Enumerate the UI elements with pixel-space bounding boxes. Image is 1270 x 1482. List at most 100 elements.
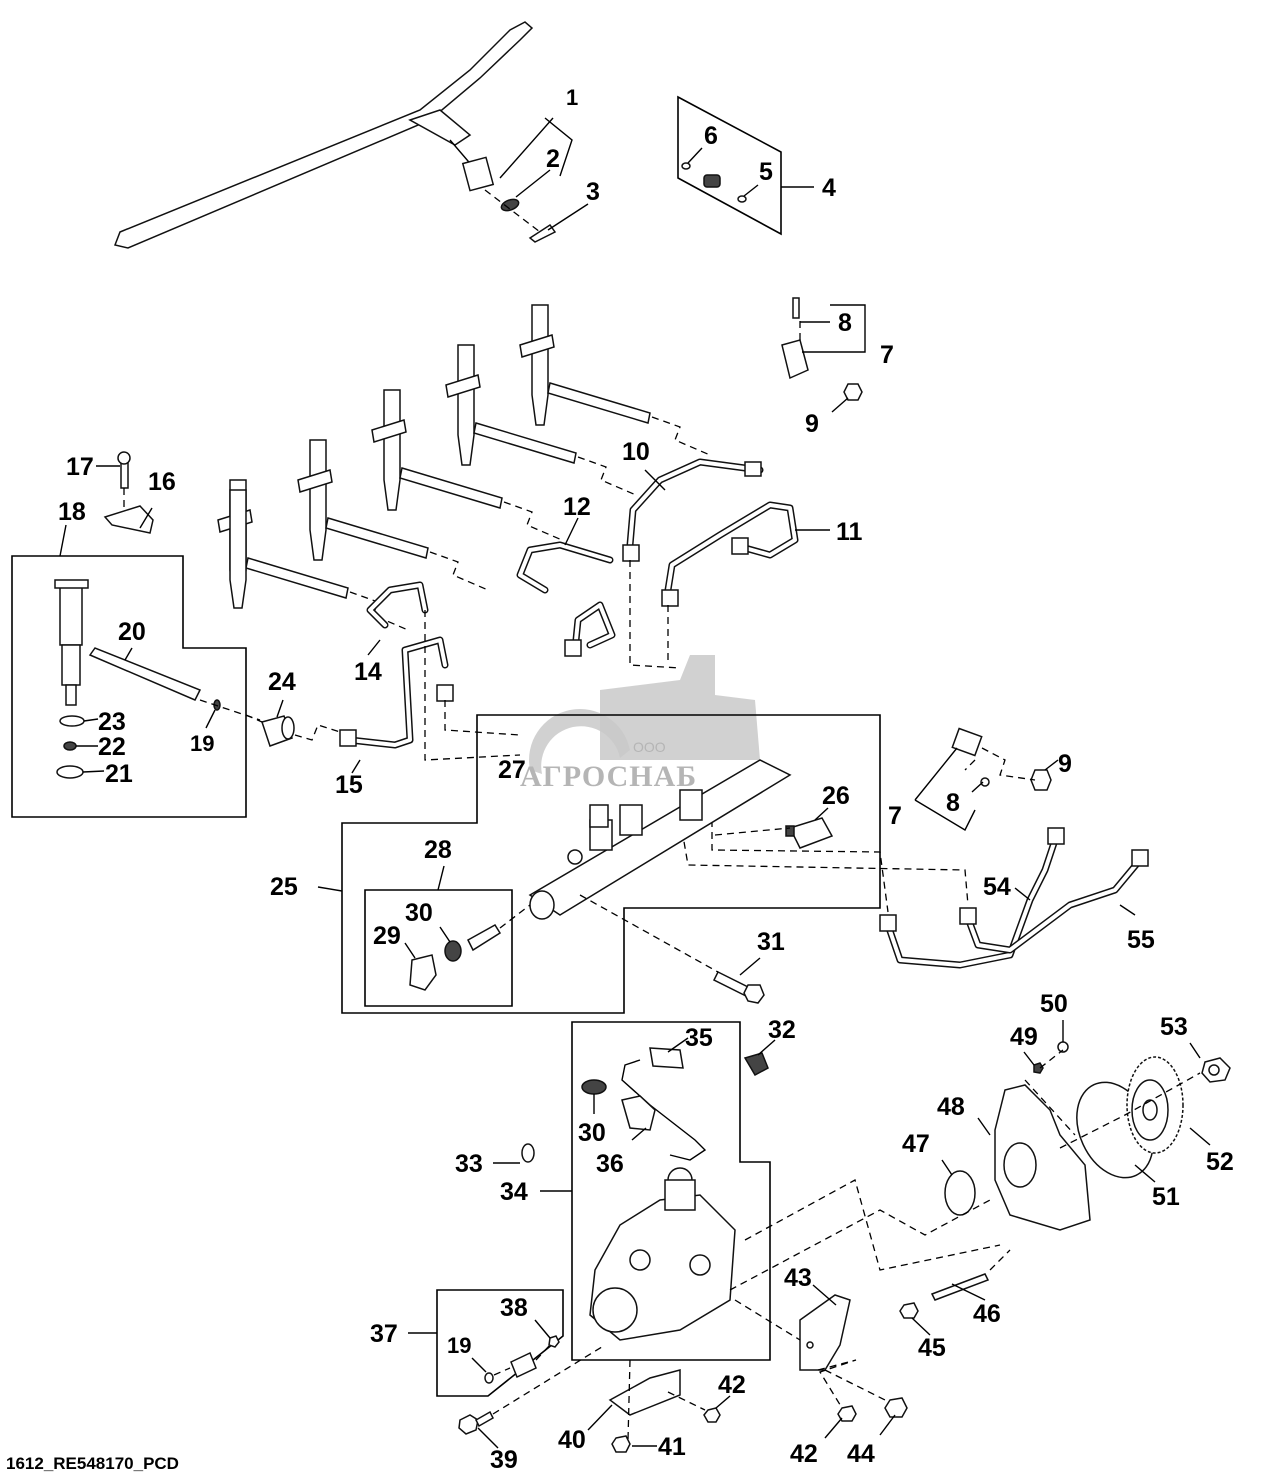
- common-rail: [528, 759, 792, 920]
- kit-35-36-parts: [581, 1047, 707, 1161]
- stud-46: [930, 1273, 990, 1301]
- callout-22: 22: [98, 733, 126, 761]
- callout-4: 4: [822, 174, 836, 202]
- sensor-bracket-right: [951, 727, 1052, 791]
- watermark-name: АГРОСНАБ: [520, 760, 697, 793]
- injector: [371, 389, 563, 541]
- callout-6: 6: [704, 122, 718, 150]
- callout-28: 28: [424, 836, 452, 864]
- callout-32: 32: [768, 1016, 796, 1044]
- clip-32: [743, 1052, 769, 1077]
- nut-49: [1033, 1062, 1044, 1074]
- callout-20: 20: [118, 618, 146, 646]
- callout-7-right: 7: [888, 802, 902, 830]
- injectors-row: [217, 304, 711, 631]
- callout-33: 33: [455, 1150, 483, 1178]
- drive-gear-52: [1126, 1056, 1184, 1154]
- bolt-41: [611, 1435, 631, 1453]
- callout-3: 3: [586, 178, 600, 206]
- pump-flange-48: [994, 1084, 1091, 1231]
- callout-40: 40: [558, 1426, 586, 1454]
- bolt-44: [884, 1397, 908, 1418]
- fuel-lines: [339, 458, 1149, 969]
- callout-48: 48: [937, 1093, 965, 1121]
- callout-41: 41: [658, 1433, 686, 1461]
- connector-24: [261, 715, 295, 747]
- callout-30-pump: 30: [578, 1119, 606, 1147]
- callout-17: 17: [66, 453, 94, 481]
- wiring-harness: [113, 21, 557, 249]
- callout-19-pump: 19: [447, 1333, 471, 1358]
- callout-14: 14: [354, 658, 382, 686]
- injector: [297, 439, 489, 591]
- callout-9-right: 9: [1058, 750, 1072, 778]
- injector: [519, 304, 711, 456]
- callout-42-left: 42: [718, 1371, 746, 1399]
- watermark-logo: ООО АГРОСНАБ: [520, 655, 760, 793]
- callout-25: 25: [270, 873, 298, 901]
- bracket-43: [799, 1294, 851, 1371]
- callout-16: 16: [148, 468, 176, 496]
- clamp-16: [103, 451, 154, 534]
- callout-15: 15: [335, 771, 363, 799]
- injector: [229, 489, 247, 609]
- callout-18: 18: [58, 498, 86, 526]
- callout-21: 21: [105, 760, 133, 788]
- callout-30-rail: 30: [405, 899, 433, 927]
- high-pressure-pump: [589, 1167, 736, 1341]
- callout-37: 37: [370, 1320, 398, 1348]
- injector-kit-18-parts: [54, 579, 261, 779]
- fitting-33: [521, 1143, 535, 1163]
- nut-53: [1201, 1057, 1231, 1083]
- callout-23: 23: [98, 708, 126, 736]
- callout-8-top: 8: [838, 309, 852, 337]
- callout-36: 36: [596, 1150, 624, 1178]
- callout-19-injector: 19: [190, 731, 214, 756]
- bolt-42-right: [837, 1405, 857, 1422]
- callout-54: 54: [983, 873, 1011, 901]
- callout-52: 52: [1206, 1148, 1234, 1176]
- callout-43: 43: [784, 1264, 812, 1292]
- kit-37-parts: [484, 1335, 560, 1384]
- kit-4-box: [677, 95, 782, 236]
- callout-10: 10: [622, 438, 650, 466]
- callout-53: 53: [1160, 1013, 1188, 1041]
- callout-45: 45: [918, 1334, 946, 1362]
- callout-31: 31: [757, 928, 785, 956]
- o-ring-47: [944, 1170, 976, 1216]
- callout-35: 35: [685, 1024, 713, 1052]
- callout-26: 26: [822, 782, 850, 810]
- callout-29: 29: [373, 922, 401, 950]
- callout-11: 11: [836, 518, 863, 546]
- kit-28-parts: [409, 904, 531, 991]
- callout-8-right: 8: [946, 789, 960, 817]
- drawing-code: 1612_RE548170_PCD: [6, 1454, 179, 1473]
- callout-5: 5: [759, 158, 773, 186]
- callout-39: 39: [490, 1446, 518, 1474]
- callout-12: 12: [563, 493, 591, 521]
- injector: [445, 344, 637, 496]
- pump-kit-34-box: [571, 1021, 771, 1361]
- callout-46: 46: [973, 1300, 1001, 1328]
- pressure-sensor-26: [785, 817, 834, 849]
- sensor-bracket-top: [781, 297, 863, 401]
- callout-38: 38: [500, 1294, 528, 1322]
- callout-55: 55: [1127, 926, 1155, 954]
- callout-9-top: 9: [805, 410, 819, 438]
- bolt-39: [458, 1410, 494, 1435]
- bracket-40: [608, 1359, 681, 1441]
- callout-47: 47: [902, 1130, 930, 1158]
- watermark-prefix: ООО: [633, 739, 666, 755]
- callout-44: 44: [847, 1440, 875, 1468]
- callout-27: 27: [498, 756, 526, 784]
- callout-7-top: 7: [880, 341, 894, 369]
- kit-28-box: [364, 889, 513, 1007]
- callout-49: 49: [1010, 1023, 1038, 1051]
- nut-45: [899, 1302, 919, 1319]
- watermark-harvester-icon: [600, 655, 760, 760]
- bolt-31: [712, 970, 765, 1004]
- callout-50: 50: [1040, 990, 1068, 1018]
- callout-34: 34: [500, 1178, 528, 1206]
- callout-2: 2: [546, 145, 560, 173]
